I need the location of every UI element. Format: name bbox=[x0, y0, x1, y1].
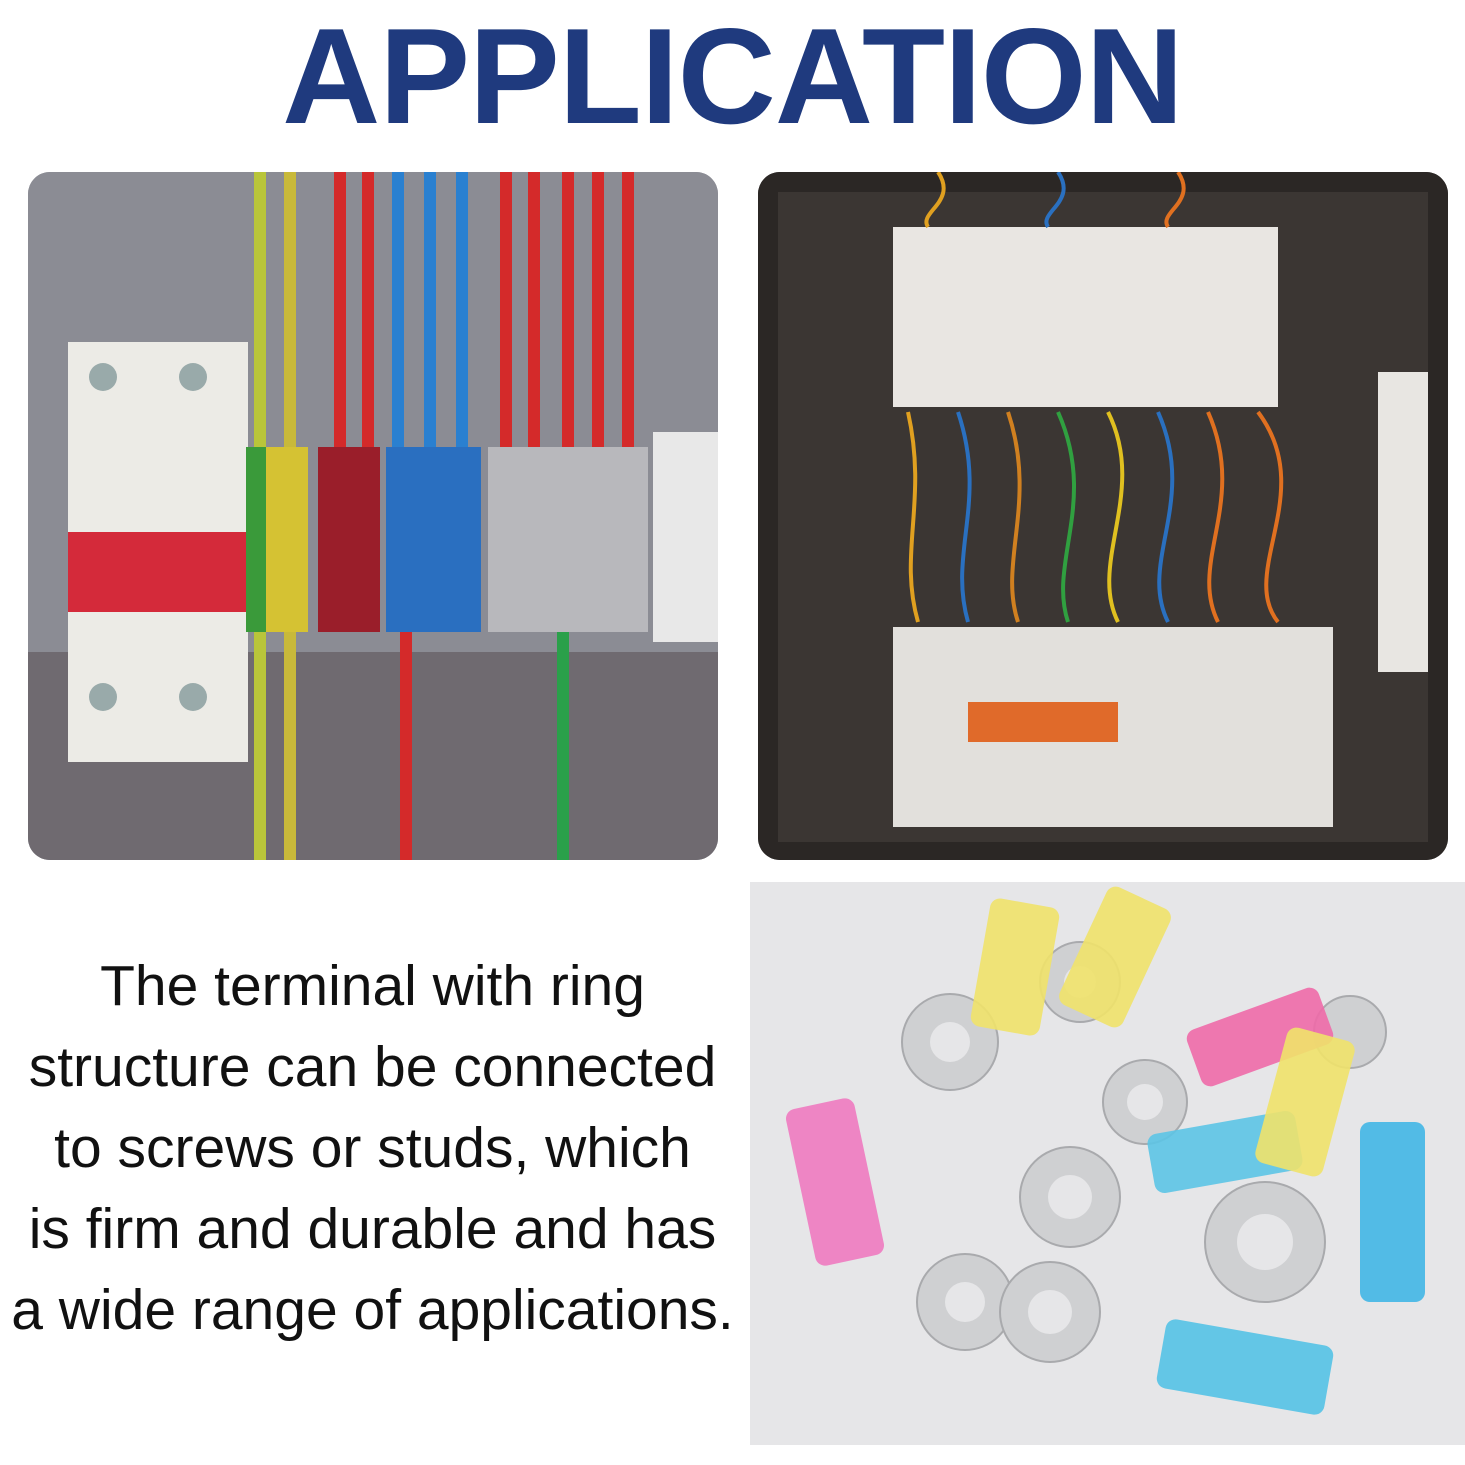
description-line: a wide range of applications. bbox=[11, 1278, 734, 1342]
description-text: The terminal with ring structure can be … bbox=[0, 946, 745, 1351]
description-line: to screws or studs, which bbox=[54, 1116, 691, 1180]
description-line: The terminal with ring bbox=[100, 954, 645, 1018]
description-line: is firm and durable and has bbox=[28, 1197, 717, 1261]
circuit-breaker-photo bbox=[28, 172, 718, 860]
page-title: APPLICATION bbox=[282, 0, 1184, 152]
ring-terminals-photo bbox=[750, 882, 1465, 1445]
description-line: structure can be connected bbox=[28, 1035, 717, 1099]
electrical-panel-photo bbox=[758, 172, 1448, 860]
